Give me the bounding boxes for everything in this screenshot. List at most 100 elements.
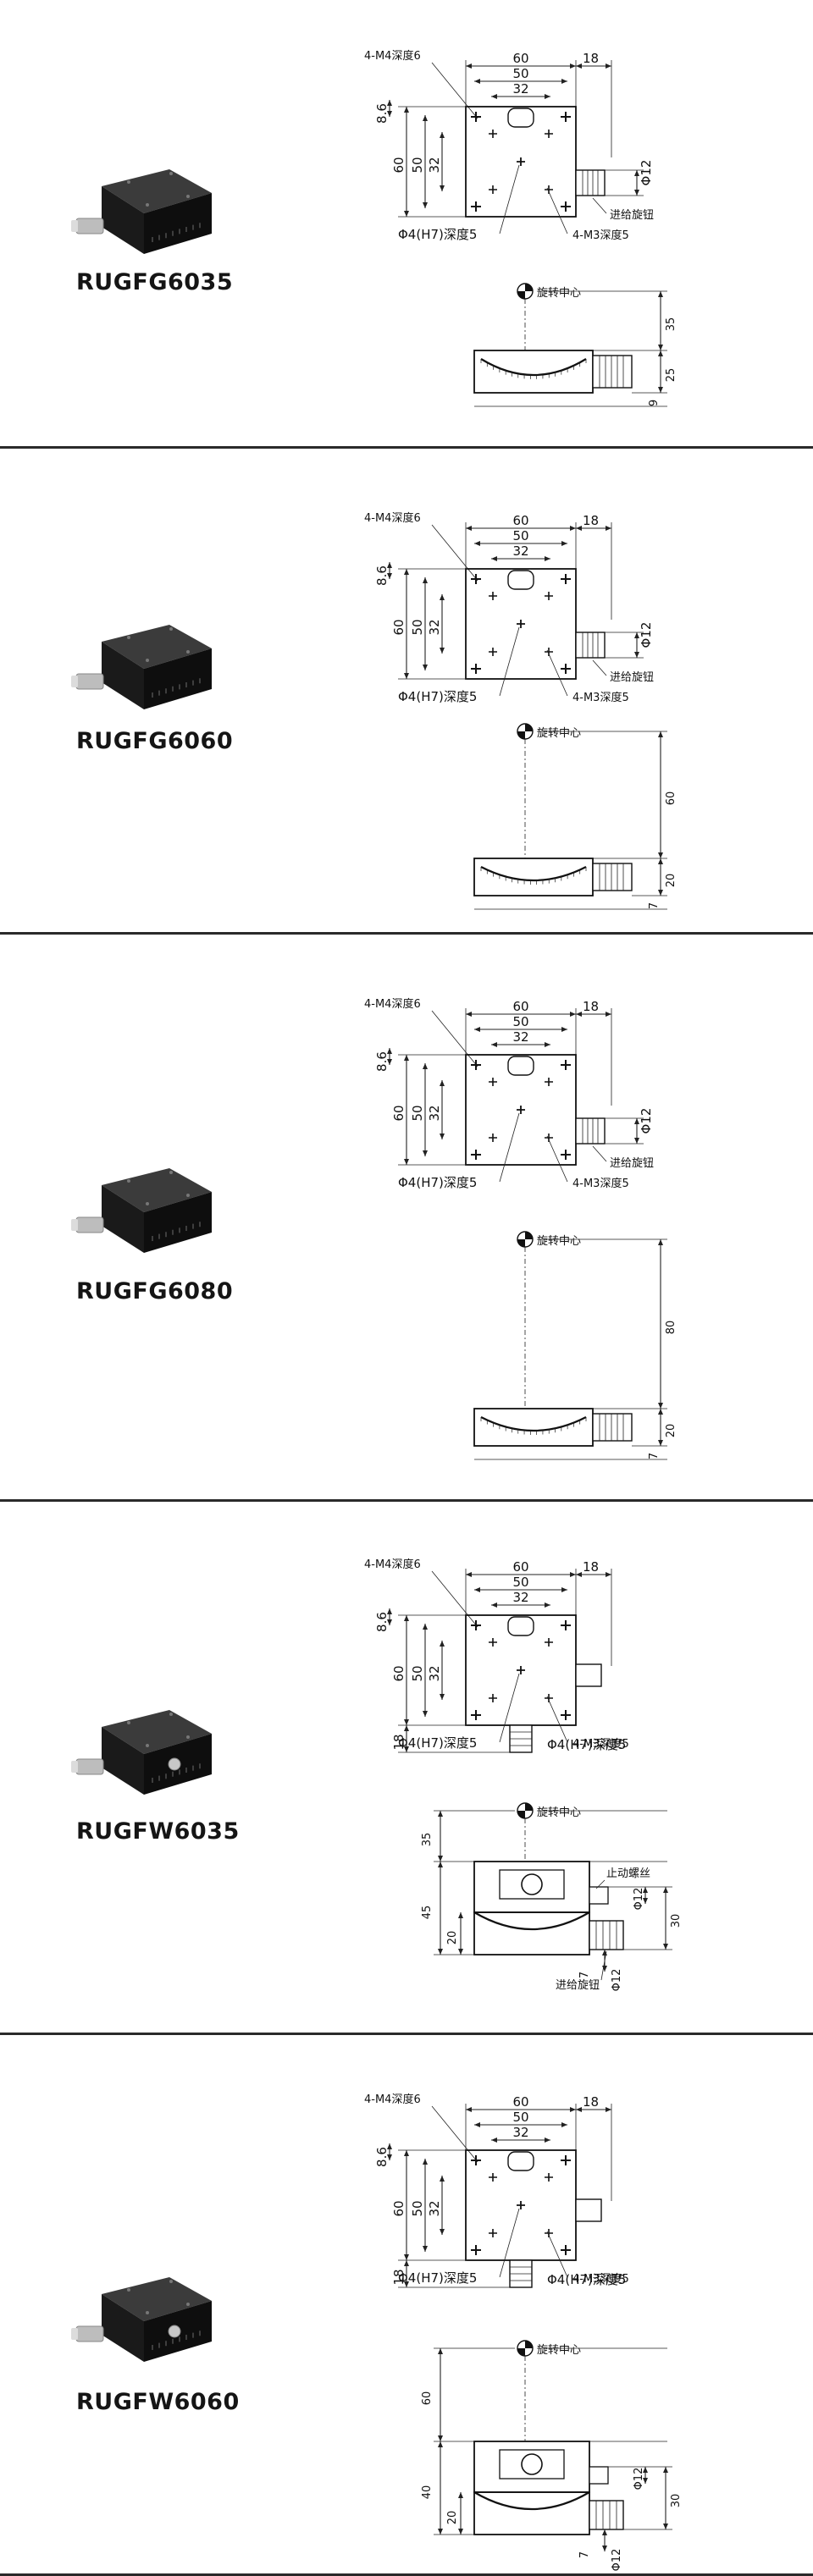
- label-lock-screw: 止动螺丝: [606, 1867, 650, 1880]
- dim-knob-ext-18: 18: [583, 2094, 599, 2110]
- stage-outline: [465, 106, 577, 218]
- leader-line: [431, 62, 478, 119]
- stage-side-body: [473, 858, 594, 896]
- rotation-center-fill: [517, 284, 533, 299]
- product-section: [0, 2035, 813, 2576]
- stage-outline: [465, 1054, 577, 1166]
- mounting-hole: [127, 1179, 130, 1183]
- dim-rotation-height: 80: [665, 1321, 678, 1335]
- dim-rotation-height: 35: [421, 1833, 434, 1847]
- dim-height-60: 60: [391, 157, 406, 173]
- dimension-arrow: [387, 1048, 392, 1065]
- dim-bottom-gap: 7: [578, 2551, 591, 2558]
- leader-line: [592, 659, 607, 676]
- label-tap-bottom: 4-M3深度5: [572, 2272, 629, 2286]
- mounting-hole: [146, 1202, 149, 1205]
- dimension-arrow: [491, 1602, 550, 1608]
- model-number: RUGFW6035: [76, 1818, 240, 1845]
- knob-cap: [71, 2328, 78, 2340]
- lock-screw: [168, 1757, 181, 1771]
- dim-base-height: 25: [665, 368, 678, 383]
- dimension-arrow: [387, 1608, 392, 1625]
- dimension-arrow: [440, 2176, 445, 2235]
- side-feed-knob: [589, 2500, 624, 2530]
- m3-tap-hole: [545, 648, 553, 656]
- m3-tap-hole: [545, 592, 553, 600]
- dim-rotation-height: 35: [665, 317, 678, 332]
- mounting-hole: [186, 1194, 190, 1197]
- label-tap-bottom: 4-M3深度5: [572, 1737, 629, 1751]
- leader-line: [499, 626, 520, 697]
- mounting-hole: [127, 1721, 130, 1724]
- leader-line: [431, 1010, 478, 1067]
- dim-inner-50: 50: [512, 2110, 528, 2125]
- leader-line: [592, 1145, 607, 1162]
- dim-base-height: 20: [665, 874, 678, 888]
- dimension-arrow: [404, 2260, 409, 2287]
- dim-width-60: 60: [512, 999, 528, 1014]
- dim-inner-32: 32: [512, 1029, 528, 1045]
- pin-hole-mark: [517, 620, 525, 628]
- dim-inner-50: 50: [512, 66, 528, 81]
- dimension-arrow: [658, 291, 663, 350]
- goniometer-arc-scale: [480, 866, 587, 882]
- goniometer-arc-scale: [473, 1911, 590, 1930]
- model-number: RUGFG6035: [76, 269, 234, 295]
- stage-left-face: [102, 642, 144, 709]
- m4-tap-hole: [561, 574, 571, 584]
- label-rotation-center: 旋转中心: [537, 287, 581, 300]
- m4-tap-hole: [561, 1620, 571, 1630]
- m3-tap-hole: [545, 1638, 553, 1647]
- stage-left-face: [102, 2294, 144, 2362]
- dim-bottom-ext-18: 18: [391, 2269, 406, 2285]
- label-rotation-center: 旋转中心: [537, 1235, 581, 1248]
- mounting-hole: [146, 203, 149, 207]
- mounting-hole: [169, 627, 173, 631]
- label-rotation-center: 旋转中心: [537, 727, 581, 740]
- model-number: RUGFW6060: [76, 2389, 240, 2415]
- label-pin-hole: Φ4(H7)深度5: [398, 689, 477, 704]
- dim-knob-ext-18: 18: [583, 51, 599, 66]
- dim-vertical-50: 50: [410, 2200, 425, 2216]
- m3-tap-hole: [545, 130, 553, 138]
- dim-inner-32: 32: [512, 2125, 528, 2140]
- dim-height-60: 60: [391, 1105, 406, 1121]
- m4-tap-hole: [561, 112, 571, 122]
- dim-base-height: 20: [665, 1424, 678, 1438]
- mounting-hole: [127, 2288, 130, 2292]
- goniometer-arc-scale: [480, 358, 587, 377]
- leader-line: [546, 649, 568, 697]
- pin-hole-mark: [517, 157, 525, 166]
- rotation-center-fill: [517, 1232, 533, 1247]
- dim-knob-spacing: 30: [670, 2494, 683, 2508]
- mounting-hole: [169, 2280, 173, 2283]
- knob-cap: [71, 220, 78, 232]
- stage-top-face: [102, 1710, 212, 1754]
- leader-line: [431, 1570, 478, 1628]
- dim-rotation-height: 60: [665, 792, 678, 806]
- dim-total-height: 45: [421, 1906, 434, 1920]
- product-photo: [71, 1168, 212, 1253]
- m3-tap-hole: [545, 2173, 553, 2182]
- label-pin-hole-worm: Φ4(H7)深度5: [547, 2272, 626, 2287]
- stage-outline: [465, 568, 577, 680]
- knob-cap: [71, 676, 78, 687]
- knob-cap: [71, 1219, 78, 1231]
- dim-vertical-32: 32: [427, 619, 442, 635]
- product-photo: [71, 1710, 212, 1795]
- dim-bottom-gap: 9: [648, 400, 661, 406]
- m3-tap-hole: [545, 1078, 553, 1086]
- model-number: RUGFG6080: [76, 1278, 234, 1305]
- dimension-arrow: [634, 1118, 639, 1144]
- side-lock-knob: [575, 2198, 602, 2222]
- leader-line: [546, 187, 568, 234]
- worm-stage-base: [473, 2491, 590, 2535]
- dim-margin-8-6: 8.6: [374, 1051, 390, 1072]
